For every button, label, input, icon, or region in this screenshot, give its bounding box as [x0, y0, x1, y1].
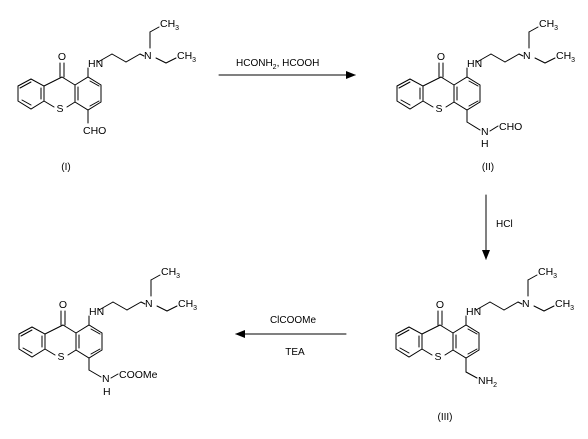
methyl-top: CH3: [538, 266, 557, 280]
formyl-group: CHO: [499, 121, 522, 133]
compound-label-III: (III): [438, 412, 453, 423]
compound-product: O S HN N CH3 CH3 N H COOMe: [18, 266, 197, 398]
carbamate-n: N: [102, 373, 110, 385]
carbonyl-oxygen: O: [58, 51, 66, 63]
step-2: HCl: [482, 194, 513, 260]
amine-nh: HN: [466, 306, 481, 318]
methyl-right: CH3: [177, 50, 196, 64]
step-1: HCONH2, HCOOH: [218, 58, 356, 79]
methyl-top: CH3: [160, 18, 179, 32]
compound-I: O S HN N CH3 CH3 CHO (I): [17, 18, 196, 173]
compound-II: O S HN N CH3 CH3 N H CHO (II): [396, 18, 575, 173]
carbamate-group: COOMe: [119, 369, 158, 381]
ring-sulfur: S: [434, 351, 441, 363]
formamide-n: N: [481, 126, 489, 138]
methyl-top: CH3: [539, 18, 558, 32]
compound-III: O S HN N CH3 CH3 NH2 (III): [395, 266, 574, 423]
ring-sulfur: S: [435, 103, 442, 115]
compound-label-II: (II): [482, 162, 494, 173]
carbonyl-oxygen: O: [437, 51, 445, 63]
amine-nh: HN: [467, 58, 482, 70]
step-2-reagent: HCl: [496, 219, 513, 230]
ring-sulfur: S: [56, 103, 63, 115]
methyl-top: CH3: [161, 266, 180, 280]
tertiary-amine-n: N: [144, 50, 152, 62]
step-3: ClCOOMe TEA: [235, 315, 347, 358]
amine-nh: HN: [88, 58, 103, 70]
carbonyl-oxygen: O: [59, 299, 67, 311]
step-3-base: TEA: [285, 347, 305, 358]
carbonyl-oxygen: O: [436, 299, 444, 311]
step-3-reagent: ClCOOMe: [270, 315, 317, 326]
carbamate-h: H: [103, 386, 111, 398]
compound-label-I: (I): [61, 162, 70, 173]
tertiary-amine-n: N: [523, 50, 531, 62]
ring-sulfur: S: [57, 351, 64, 363]
aminomethyl-group: NH2: [478, 375, 497, 389]
formamide-h: H: [481, 138, 489, 150]
tertiary-amine-n: N: [522, 298, 530, 310]
amine-nh: HN: [89, 306, 104, 318]
methyl-right: CH3: [556, 50, 575, 64]
methyl-right: CH3: [555, 298, 574, 312]
aldehyde-group: CHO: [83, 125, 106, 137]
step-1-reagents: HCONH2, HCOOH: [236, 58, 319, 71]
tertiary-amine-n: N: [145, 298, 153, 310]
methyl-right: CH3: [178, 298, 197, 312]
